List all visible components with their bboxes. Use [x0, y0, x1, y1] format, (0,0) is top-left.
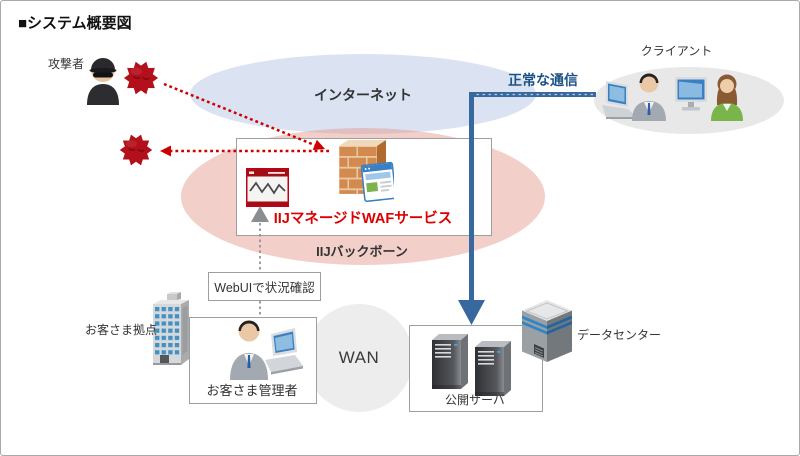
- webui-note-label: WebUIで状況確認: [214, 281, 315, 295]
- wan-circle: WAN: [305, 304, 413, 412]
- blocked-virus-icon: [118, 132, 154, 168]
- datacenter-label: データセンター: [577, 328, 662, 342]
- attacker-label: 攻撃者: [48, 57, 85, 71]
- backbone-label: IIJバックボーン: [316, 244, 408, 259]
- wan-label: WAN: [338, 348, 380, 367]
- client-user-male-icon: [602, 71, 670, 121]
- admin-user-laptop-icon: [219, 318, 303, 380]
- waf-service-label: IIJマネージドWAFサービス: [273, 211, 453, 227]
- customer-site-label: お客さま拠点: [85, 323, 158, 337]
- clients-label: クライアント: [640, 44, 713, 58]
- attacker-icon: [84, 45, 122, 105]
- customer-admin-label: お客さま管理者: [206, 383, 298, 398]
- virus-icon: [122, 59, 160, 97]
- datacenter-icon: [520, 298, 574, 364]
- internet-label: インターネット: [314, 87, 412, 103]
- firewall-icon: [336, 136, 394, 204]
- client-user-female-icon: [673, 71, 745, 121]
- normal-traffic-label: 正常な通信: [508, 72, 578, 88]
- office-building-icon: [147, 291, 199, 369]
- public-server-label: 公開サーバ: [445, 393, 505, 407]
- public-servers-icon: [426, 331, 516, 397]
- public-server-box: [409, 325, 543, 412]
- diagram-title: ■システム概要図: [18, 15, 132, 32]
- monitoring-chart-icon: [246, 168, 289, 207]
- webui-note-box: WebUIで状況確認: [208, 272, 321, 301]
